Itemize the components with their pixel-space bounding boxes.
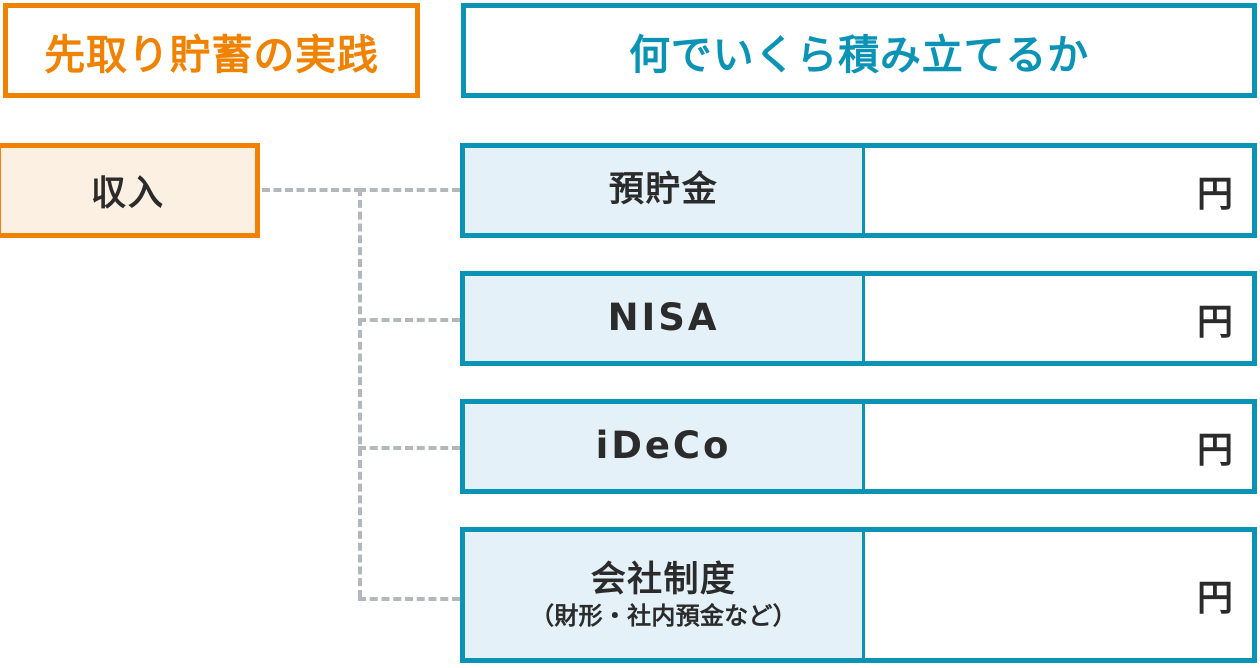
table-row: 預貯金 円 <box>460 143 1257 238</box>
row-label-text: 会社制度 <box>590 559 737 600</box>
row-currency-unit: 円 <box>1196 173 1233 215</box>
row-label-subtext: （財形・社内預金など） <box>530 602 797 631</box>
header-howmuch-label: 何でいくら積み立てるか <box>628 30 1090 79</box>
row-currency-unit: 円 <box>1196 578 1233 619</box>
table-row: NISA 円 <box>460 271 1257 366</box>
connector-branch-row-0 <box>358 188 460 192</box>
row-value-cell[interactable]: 円 <box>865 148 1252 233</box>
row-value-cell[interactable]: 円 <box>865 404 1252 489</box>
connector-branch-row-1 <box>358 318 460 322</box>
row-label-cell: iDeCo <box>465 404 865 489</box>
row-value-cell[interactable]: 円 <box>865 532 1252 658</box>
connector-trunk-vertical <box>358 188 362 598</box>
connector-branch-row-2 <box>358 446 460 450</box>
table-row: 会社制度 （財形・社内預金など） 円 <box>460 527 1257 663</box>
table-row: iDeCo 円 <box>460 399 1257 494</box>
header-box-what-and-how-much: 何でいくら積み立てるか <box>461 3 1257 98</box>
connector-branch-row-3 <box>358 597 460 601</box>
connector-trunk-horizontal <box>262 188 362 192</box>
row-currency-unit: 円 <box>1196 301 1233 343</box>
row-label-cell: NISA <box>465 276 865 361</box>
row-value-cell[interactable]: 円 <box>865 276 1252 361</box>
row-label-text: NISA <box>607 296 720 340</box>
row-label-cell: 預貯金 <box>465 148 865 233</box>
row-label-text: iDeCo <box>595 424 732 468</box>
income-box: 収入 <box>0 143 260 238</box>
row-currency-unit: 円 <box>1196 429 1233 471</box>
income-label: 収入 <box>90 174 166 214</box>
header-savings-label: 先取り貯蓄の実践 <box>44 30 379 79</box>
header-box-savings-practice: 先取り貯蓄の実践 <box>3 3 420 98</box>
row-label-text: 預貯金 <box>608 170 719 211</box>
row-label-cell: 会社制度 （財形・社内預金など） <box>465 532 865 658</box>
